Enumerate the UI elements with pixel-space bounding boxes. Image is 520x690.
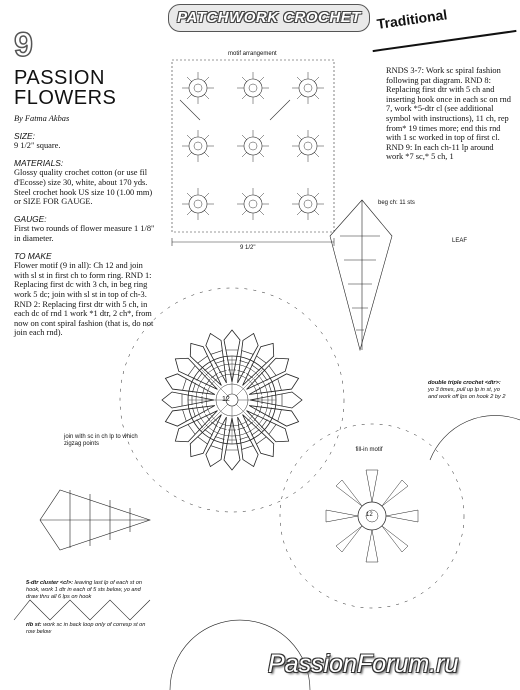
- cluster-note-text: leaving last lp of each st on hook, work…: [26, 580, 142, 600]
- dtr-note-title: double triple crochet <dtr>:: [428, 380, 501, 386]
- rib-note-title: rib st:: [26, 622, 42, 628]
- make-text: Flower motif (9 in all): Ch 12 and join …: [14, 261, 154, 338]
- banner-text: PATCHWORK CROCHET: [177, 9, 361, 26]
- rib-note: rib st: work sc in back loop only of cor…: [26, 622, 146, 636]
- fill-in-label: fill-in motif: [355, 447, 383, 453]
- motif-arrangement: [171, 59, 335, 233]
- join-note: join with sc in ch lp to which zigzag po…: [64, 434, 138, 447]
- flower-motif-main: [119, 287, 345, 513]
- materials-heading: MATERIALS:: [14, 157, 64, 168]
- gauge-heading: GAUGE:: [14, 213, 47, 224]
- instructions-left: By Fatma Akbas SIZE: 9 1/2" square. MATE…: [14, 114, 156, 338]
- size-heading: SIZE:: [14, 130, 35, 141]
- gauge-text: First two rounds of flower measure 1 1/8…: [14, 224, 155, 243]
- leaf-label: LEAF: [452, 238, 468, 244]
- dtr-note-text: yo 3 times, pull up lp in st, yo and wor…: [428, 387, 506, 400]
- page-number: 9: [13, 25, 33, 65]
- size-text: 9 1/2" square.: [14, 141, 61, 151]
- instructions-right: RNDS 3-7: Work sc spiral fashion followi…: [386, 66, 512, 162]
- motif-center-number: 12: [222, 396, 230, 403]
- rib-note-text: work sc in back loop only of corresp st …: [26, 622, 146, 635]
- cluster-note: 5-dtr cluster <cl>: leaving last lp of e…: [26, 580, 146, 601]
- title-line-2: FLOWERS: [14, 87, 117, 109]
- dimension-label: 9 1/2": [240, 245, 256, 251]
- rnds-text: RNDS 3-7: Work sc spiral fashion followi…: [386, 66, 511, 162]
- cluster-note-title: 5-dtr cluster <cl>:: [26, 580, 73, 586]
- beg-label: beg ch: 11 sts: [378, 200, 415, 206]
- fill-in-motif: [279, 423, 465, 609]
- leaf-left: [39, 489, 151, 551]
- materials-text: Glossy quality crochet cotton (or use fi…: [14, 168, 153, 207]
- dtr-note: double triple crochet <dtr>: yo 3 times,…: [428, 380, 508, 401]
- pattern-title: PASSION FLOWERS: [14, 68, 116, 108]
- leaf-top: [329, 199, 393, 352]
- outer-arcs: [13, 415, 520, 690]
- make-heading: TO MAKE: [14, 250, 52, 261]
- title-line-1: PASSION: [14, 67, 105, 89]
- byline: By Fatma Akbas: [14, 114, 70, 123]
- arrangement-label: motif arrangement: [228, 51, 277, 57]
- header-banner: PATCHWORK CROCHET: [168, 4, 370, 32]
- site-watermark: PassionForum.ru: [268, 650, 459, 678]
- fill-center-number: 12: [366, 512, 373, 518]
